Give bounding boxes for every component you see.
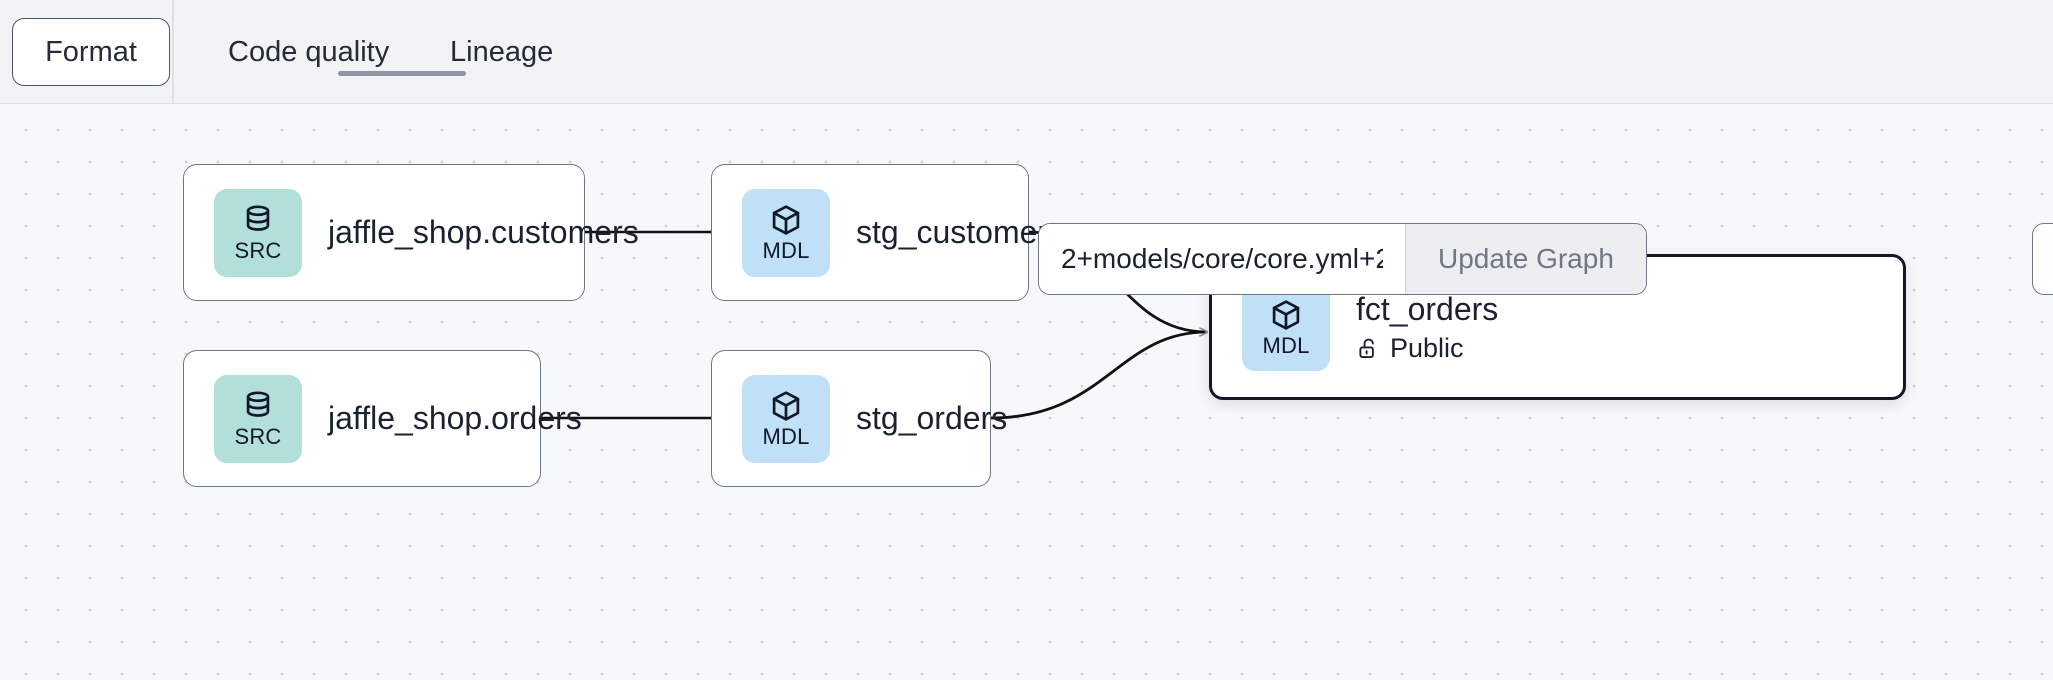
node-badge-label: MDL (1262, 332, 1310, 358)
lineage-node-stg-orders[interactable]: MDL stg_orders (711, 350, 1007, 487)
graph-selector-input[interactable] (1039, 224, 1405, 294)
database-icon (241, 389, 275, 423)
toolbar-divider (172, 0, 174, 104)
node-badge-mdl: MDL (742, 188, 830, 277)
node-title: stg_customers (856, 214, 1065, 251)
lineage-canvas[interactable]: SRC jaffle_shop.customers MDL stg_custo (0, 104, 2053, 680)
lineage-node-src-customers[interactable]: SRC jaffle_shop.customers (183, 164, 639, 301)
node-badge-mdl: MDL (742, 374, 830, 463)
graph-selector-controls: Update Graph (1038, 223, 1647, 295)
top-toolbar: Format Code quality Lineage (0, 0, 2053, 104)
node-title: jaffle_shop.customers (328, 214, 639, 251)
cube-icon (769, 389, 803, 423)
tab-active-underline (338, 71, 466, 76)
edge-stg-orders-to-fct-orders (990, 332, 1207, 420)
tab-code-quality[interactable]: Code quality (228, 0, 389, 104)
cube-icon (1269, 298, 1303, 332)
node-body: jaffle_shop.customers (328, 214, 639, 251)
node-body: jaffle_shop.orders (328, 400, 582, 437)
node-title: stg_orders (856, 400, 1008, 437)
node-badge-label: SRC (234, 238, 282, 263)
node-badge-src: SRC (214, 188, 302, 277)
node-visibility: Public (1356, 332, 1498, 364)
tab-lineage[interactable]: Lineage (450, 0, 553, 104)
node-body: stg_orders (856, 400, 1007, 437)
database-icon (241, 203, 275, 237)
node-body: fct_orders Public (1356, 291, 1498, 363)
node-visibility-label: Public (1390, 332, 1464, 363)
lineage-node-src-orders[interactable]: SRC jaffle_shop.orders (183, 350, 582, 487)
update-graph-button[interactable]: Update Graph (1405, 224, 1646, 294)
node-badge-src: SRC (214, 374, 302, 463)
overflow-control-panel[interactable] (2032, 223, 2053, 295)
tab-lineage-label: Lineage (450, 35, 554, 68)
node-badge-label: SRC (234, 424, 282, 449)
cube-icon (769, 203, 803, 237)
node-title: jaffle_shop.orders (328, 400, 582, 437)
node-badge-label: MDL (762, 424, 810, 449)
node-badge-mdl: MDL (1242, 283, 1330, 371)
tab-code-quality-label: Code quality (228, 35, 390, 68)
node-title: fct_orders (1356, 290, 1499, 327)
format-button-wrap: Format (12, 18, 170, 86)
canvas-left-gutter (0, 104, 4, 680)
lineage-node-stg-customers[interactable]: MDL stg_customers (711, 164, 1064, 301)
format-button[interactable]: Format (12, 18, 170, 86)
node-badge-label: MDL (762, 238, 810, 263)
unlock-icon (1356, 336, 1381, 361)
node-body: stg_customers (856, 214, 1064, 251)
